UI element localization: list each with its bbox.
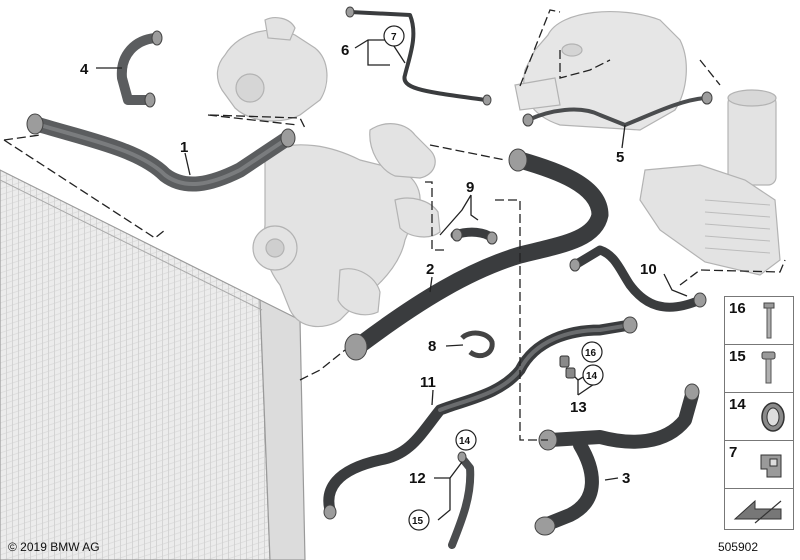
hose-6 <box>348 10 487 102</box>
legend-label: 15 <box>729 348 746 365</box>
hoses <box>32 10 707 549</box>
legend-label: 7 <box>729 444 738 461</box>
hose-3-branch <box>538 438 599 532</box>
legend-label: 14 <box>729 396 746 413</box>
callout-14-circle-b <box>455 429 477 451</box>
callout-7-circle <box>383 25 405 47</box>
hose-3 <box>543 388 699 449</box>
legend-item-16: 16 <box>724 296 794 346</box>
clip-icon <box>760 454 782 478</box>
callout-12: 12 <box>409 470 426 487</box>
callout-14-b: 14 <box>459 436 471 447</box>
legend-item-15: 15 <box>724 344 794 394</box>
expansion-tank <box>514 11 687 131</box>
fittings <box>26 6 713 536</box>
water-pump-assembly <box>252 123 441 328</box>
callout-5: 5 <box>616 149 624 166</box>
hose-4 <box>116 33 160 105</box>
thermostat-housing <box>216 17 328 122</box>
callout-9: 9 <box>466 179 474 196</box>
copyright-text: © 2019 BMW AG <box>8 540 100 554</box>
callout-11: 11 <box>420 374 436 391</box>
callout-15-circle <box>408 509 430 531</box>
callout-14-a: 14 <box>586 371 598 382</box>
oil-filter-housing <box>639 89 781 276</box>
callout-4: 4 <box>80 61 89 78</box>
callout-10: 10 <box>640 261 657 278</box>
callout-7: 7 <box>391 32 397 43</box>
hose-10 <box>570 245 705 312</box>
callout-14-circle-a <box>582 364 604 386</box>
screw-icon <box>761 351 776 384</box>
callouts: 1 2 3 4 5 6 8 9 10 11 12 13 7 16 14 14 1… <box>80 25 657 531</box>
bolt-icon <box>763 302 775 339</box>
radiator <box>0 169 306 560</box>
callout-2: 2 <box>426 261 434 278</box>
clamp-8 <box>460 330 495 359</box>
hose-2 <box>351 151 609 354</box>
clip-cluster-13 <box>559 355 576 379</box>
callout-1: 1 <box>180 139 188 156</box>
callout-13: 13 <box>570 399 587 416</box>
pipe-12 <box>448 454 475 549</box>
legend-label: 16 <box>729 300 746 317</box>
legend-item-7: 7 <box>724 440 794 490</box>
arrow-icon <box>733 499 782 524</box>
leader-lines <box>96 39 688 521</box>
connection-lines <box>3 9 786 441</box>
figure-id: 505902 <box>717 540 758 554</box>
callout-8: 8 <box>428 338 436 355</box>
callout-16-circle <box>581 341 603 363</box>
legend-item-14: 14 <box>724 392 794 442</box>
legend-item-arrow <box>724 488 794 530</box>
callout-16: 16 <box>585 348 597 359</box>
callout-6: 6 <box>341 42 349 59</box>
clamp-ring-icon <box>761 402 785 432</box>
callout-15: 15 <box>412 516 424 527</box>
callout-3: 3 <box>622 470 630 487</box>
